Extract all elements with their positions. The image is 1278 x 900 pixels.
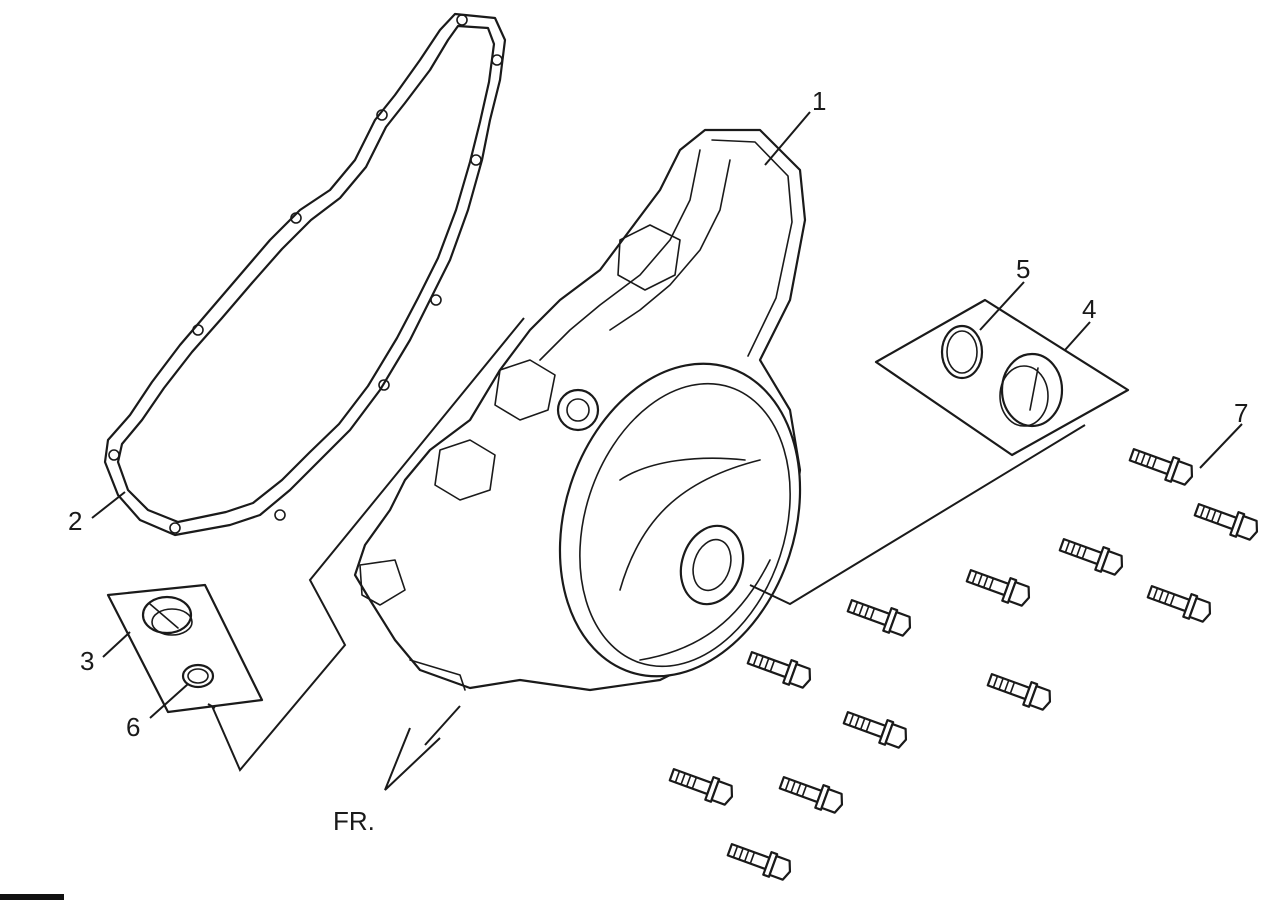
callout-3: 3: [80, 646, 94, 676]
flange-bolt: [1058, 538, 1124, 576]
corner-bar: [0, 894, 64, 900]
gasket-bolt-holes: [108, 14, 503, 534]
gasket: [103, 12, 507, 537]
flange-bolt: [965, 569, 1031, 607]
crankcase-cover: [353, 128, 807, 692]
callout-5: 5: [1016, 254, 1030, 284]
flange-bolt: [1128, 448, 1194, 486]
flange-bolt: [726, 843, 792, 881]
flange-bolt: [778, 776, 844, 814]
callout-7: 7: [1234, 398, 1248, 428]
callout-2: 2: [68, 506, 82, 536]
callout-1: 1: [812, 86, 826, 116]
flange-bolt: [986, 673, 1052, 711]
flange-bolts: [668, 448, 1259, 881]
flange-bolt: [1193, 503, 1259, 541]
front-direction-arrow: FR.: [333, 705, 461, 836]
callout-6: 6: [126, 712, 140, 742]
detail-box-3-6: [106, 583, 264, 714]
flange-bolt: [846, 599, 912, 637]
callouts: 1 2 3 4 5 6 7: [68, 86, 1248, 742]
flange-bolt: [842, 711, 908, 749]
flange-bolt: [668, 768, 734, 806]
o-ring-6: [181, 663, 215, 689]
flange-bolt: [1146, 585, 1212, 623]
o-ring-5: [940, 324, 984, 380]
callout-4: 4: [1082, 294, 1096, 324]
guide-lines: [207, 317, 1086, 772]
detail-box-4-5: [874, 298, 1130, 457]
flange-bolt: [746, 651, 812, 689]
plug-cap-3: [141, 595, 193, 636]
front-label: FR.: [333, 806, 375, 836]
plug-cap-4: [999, 352, 1064, 428]
